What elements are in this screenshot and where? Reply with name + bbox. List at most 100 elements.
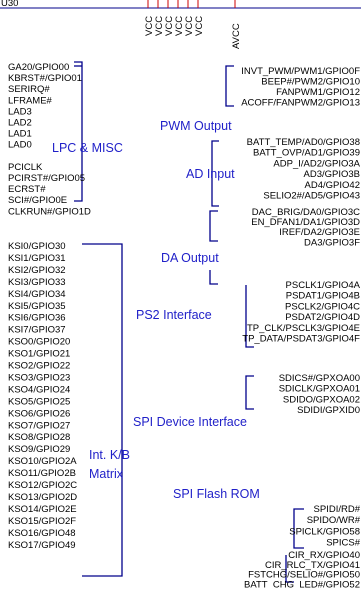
left-pin-label: KSI5/GPIO35	[8, 301, 66, 312]
left-pin-label: CLKRUN#/GPIO1D	[8, 206, 91, 217]
pwm-output-bracket	[225, 65, 234, 107]
left-pin-label: LAD1	[8, 129, 32, 140]
left-pin-label: KSO17/GPIO49	[8, 540, 76, 551]
left-pin-label: LAD3	[8, 106, 32, 117]
left-pin-label: SCI#/GPIO0E	[8, 195, 67, 206]
left-pin-label: KSO14/GPIO2E	[8, 504, 77, 515]
right-pin-label: SDIDO/GPXOA02	[283, 394, 360, 405]
right-pin-label: EN_DFAN1/DA1/GPIO3D	[251, 217, 360, 228]
right-pin-label: TP_DATA/PSDAT3/GPIO4F	[242, 334, 360, 345]
right-pin-label: DA3/GPIO3F	[304, 237, 360, 248]
group-label-da-output: DA Output	[161, 251, 219, 265]
right-pin-label: PSCLK1/GPIO4A	[286, 280, 361, 291]
right-pin-label: SPIDI/RD#	[314, 504, 361, 515]
vcc-pin-label: VCC	[144, 16, 155, 36]
left-pin-label: ECRST#	[8, 184, 46, 195]
right-pin-label: SDICLK/GPXOA01	[279, 384, 360, 395]
left-pin-label: PCIRST#/GPIO05	[8, 173, 85, 184]
left-pin-label: KSO6/GPIO26	[8, 408, 70, 419]
group-label-ps2-interface: PS2 Interface	[136, 308, 212, 322]
left-pin-label: KSO16/GPIO48	[8, 528, 76, 539]
group-label-ad-input: AD Input	[186, 167, 235, 181]
left-pin-label: LAD2	[8, 118, 32, 129]
right-pin-label: AD3/GPIO3B	[304, 169, 361, 180]
right-pin-label: FANPWM1/GPIO12	[276, 87, 360, 98]
right-pin-label: SPIDO/WR#	[307, 515, 361, 526]
right-pin-label: ADP_I/AD2/GPIO3A	[273, 158, 360, 169]
right-pin-label: FSTCHG/SELIO#/GPIO50	[248, 570, 360, 581]
right-pin-label: INVT_PWM/PWM1/GPIO0F	[241, 66, 360, 77]
right-pin-label: SPICS#	[326, 538, 361, 549]
right-pin-column: INVT_PWM/PWM1/GPIO0FBEEP#/PWM2/GPIO10FAN…	[241, 66, 360, 589]
kb-matrix-bracket	[82, 243, 123, 577]
right-pin-label: DAC_BRIG/DA0/GPIO3C	[252, 207, 360, 218]
left-pin-label: KSI1/GPIO31	[8, 253, 66, 264]
left-pin-label: KSO15/GPIO2F	[8, 516, 76, 527]
left-pin-label: GA20/GPIO00	[8, 62, 69, 73]
right-pin-label: SDIDI/GPXID0	[297, 405, 360, 416]
right-pin-label: ACOFF/FANPWM2/GPIO13	[241, 98, 360, 109]
left-pin-label: SERIRQ#	[8, 84, 50, 95]
right-pin-label: SPICLK/GPIO58	[289, 526, 360, 537]
right-pin-label: IREF/DA2/GPIO3E	[279, 227, 360, 238]
left-pin-label: KSO1/GPIO21	[8, 349, 70, 360]
left-pin-label: LFRAME#	[8, 95, 53, 106]
left-pin-label: KSO7/GPIO27	[8, 420, 70, 431]
vcc-pin-label: VCC	[184, 16, 195, 36]
right-pin-label: PSDAT2/GPIO4D	[285, 312, 360, 323]
left-pin-label: KSI6/GPIO36	[8, 313, 66, 324]
right-pin-label: BATT_TEMP/AD0/GPIO38	[247, 137, 360, 148]
left-pin-label: KSO5/GPIO25	[8, 396, 70, 407]
right-pin-label: AD4/GPIO42	[305, 180, 360, 191]
left-pin-label: KSI7/GPIO37	[8, 325, 66, 336]
right-pin-label: SDICS#/GPXOA00	[279, 373, 360, 384]
left-pin-label: PCICLK	[8, 162, 43, 173]
left-pin-label: KSI4/GPIO34	[8, 289, 66, 300]
right-pin-label: BEEP#/PWM2/GPIO10	[261, 77, 360, 88]
left-pin-column: GA20/GPIO00KBRST#/GPIO01SERIRQ#LFRAME#LA…	[8, 62, 91, 551]
vcc-pin-label: VCC	[164, 16, 175, 36]
cir-bracket	[285, 555, 294, 583]
power-pin-ticks	[147, 0, 236, 8]
left-pin-label: KBRST#/GPIO01	[8, 73, 82, 84]
left-pin-label: KSO3/GPIO23	[8, 372, 70, 383]
left-pin-label: KSI2/GPIO32	[8, 265, 66, 276]
right-pin-label: CIR_RX/GPIO40	[288, 550, 360, 561]
vcc-pin-label: VCC	[194, 16, 205, 36]
left-pin-label: KSI0/GPIO30	[8, 241, 66, 252]
left-pin-label: KSI3/GPIO33	[8, 277, 66, 288]
group-label-spi-flash-rom: SPI Flash ROM	[173, 487, 260, 501]
right-pin-label: BATT_OVP/AD1/GPIO39	[253, 148, 360, 159]
da-output-bracket-bottom	[209, 270, 218, 285]
ps2-bracket	[245, 285, 254, 348]
left-pin-label: KSO9/GPIO29	[8, 444, 70, 455]
vcc-pin-label: VCC	[154, 16, 165, 36]
left-pin-label: KSO8/GPIO28	[8, 432, 70, 443]
right-pin-label: PSDAT1/GPIO4B	[286, 291, 360, 302]
left-pin-label: KSO10/GPIO2A	[8, 456, 77, 467]
left-pin-label: LAD0	[8, 140, 32, 151]
left-pin-label: KSO11/GPIO2B	[8, 468, 76, 479]
reference-designator: U30	[1, 0, 18, 9]
right-pin-label: BATT_CHG_LED#/GPIO52	[244, 579, 360, 589]
ad-input-bracket	[211, 140, 219, 207]
left-pin-label: KSO13/GPIO2D	[8, 492, 77, 503]
right-pin-label: TP_CLK/PSCLK3/GPIO4E	[247, 323, 360, 334]
left-pin-label: KSO0/GPIO20	[8, 337, 70, 348]
left-pin-label: KSO4/GPIO24	[8, 384, 70, 395]
group-label-spi-device-interface: SPI Device Interface	[133, 415, 247, 429]
lpc-misc-bracket	[74, 61, 83, 202]
left-pin-label: KSO12/GPIO2C	[8, 480, 77, 491]
da-output-bracket-top	[209, 210, 218, 242]
group-label-pwm-output: PWM Output	[160, 119, 232, 133]
vcc-pin-label: VCC	[174, 16, 185, 36]
right-pin-label: PSCLK2/GPIO4C	[285, 301, 360, 312]
group-label-lpc-misc: LPC & MISC	[52, 141, 123, 155]
left-pin-label: KSO2/GPIO22	[8, 361, 70, 372]
avcc-pin-label: AVCC	[231, 23, 242, 49]
spi-device-bracket	[245, 375, 254, 410]
